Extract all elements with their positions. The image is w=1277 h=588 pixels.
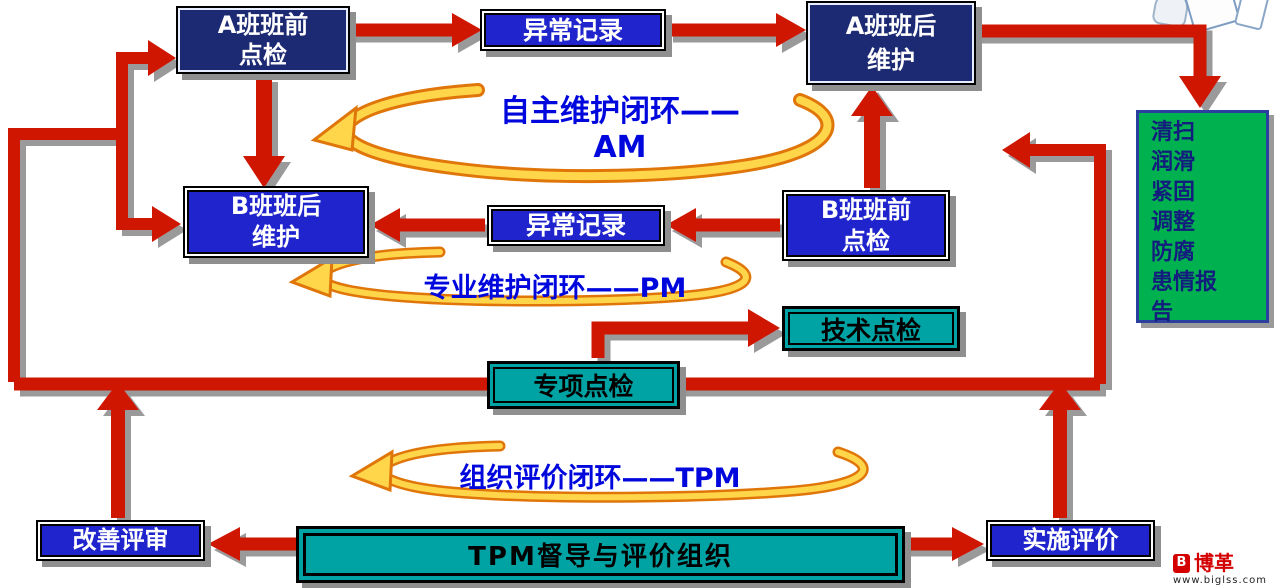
loop-label-am: 自主维护闭环—— AM: [500, 94, 740, 165]
arrow-tpm-to-improvement-review: [208, 527, 296, 561]
arrow-tpm-to-implementation-eval: [904, 527, 984, 561]
connector-right-return: [1002, 132, 1106, 384]
box-abnormal-record-mid: 异常记录: [487, 205, 665, 246]
box-label: 实施评价: [1022, 526, 1119, 554]
box-label: A班班前 点检: [217, 11, 309, 69]
loop-label-tpm: 组织评价闭环——TPM: [459, 463, 741, 494]
arrow-record-to-b-post: [370, 208, 485, 242]
box-improvement-review: 改善评审: [36, 520, 205, 561]
biglss-logo-url: www.biglss.com: [1172, 575, 1267, 586]
maintenance-items-text: 清扫 润滑 紧固 调整 防腐 患情报 告: [1151, 120, 1218, 325]
arrow-up-from-improvement-review: [97, 382, 139, 518]
arrow-special-to-tech: [591, 309, 780, 358]
box-label: 改善评审: [72, 526, 169, 554]
box-label: 异常记录: [525, 211, 626, 240]
box-implementation-eval: 实施评价: [986, 520, 1155, 561]
box-label: A班班后 维护: [845, 12, 937, 74]
box-label: 专项点检: [533, 372, 634, 401]
box-b-post-maintenance: B班班后 维护: [183, 186, 369, 258]
biglss-logo-icon: B: [1172, 553, 1190, 573]
box-label: 技术点检: [820, 315, 921, 345]
box-special-check: 专项点检: [487, 361, 680, 409]
loop-swoosh-pm: [288, 246, 752, 307]
box-label: B班班后 维护: [230, 192, 322, 251]
loop-swoosh-am: [310, 83, 835, 184]
arrow-record-to-a-post: [667, 13, 806, 47]
arrow-a-pre-down-to-b-post: [243, 76, 285, 188]
box-a-post-maintenance: A班班后 维护: [806, 1, 976, 85]
biglss-logo-text: 博革: [1193, 551, 1234, 575]
connector-left-to-b-post: [116, 134, 181, 242]
box-abnormal-record-top: 异常记录: [480, 9, 666, 51]
maintenance-items-panel: 清扫 润滑 紧固 调整 防腐 患情报 告: [1136, 110, 1269, 325]
box-label: B班班前 点检: [820, 195, 912, 255]
connector-a-post-to-maintenance-items: [976, 24, 1221, 108]
box-label: 异常记录: [522, 15, 623, 45]
biglss-logo: B 博革 www.biglss.com: [1172, 551, 1267, 586]
arrow-up-from-implementation-eval: [1039, 382, 1081, 518]
arrow-a-pre-to-record: [350, 13, 482, 47]
loop-label-pm: 专业维护闭环——PM: [423, 273, 687, 304]
loop-swoosh-tpm: [348, 440, 869, 503]
box-a-pre-check: A班班前 点检: [176, 6, 350, 74]
arrow-b-pre-up-to-a-post: [851, 86, 893, 188]
arrow-b-pre-to-record: [666, 208, 780, 242]
box-tech-check: 技术点检: [782, 306, 960, 351]
box-label: TPM督导与评价组织: [468, 542, 733, 572]
box-b-pre-check: B班班前 点检: [782, 190, 950, 261]
box-tpm-org: TPM督导与评价组织: [296, 526, 905, 583]
connector-left-return-to-a-pre: [8, 40, 176, 382]
